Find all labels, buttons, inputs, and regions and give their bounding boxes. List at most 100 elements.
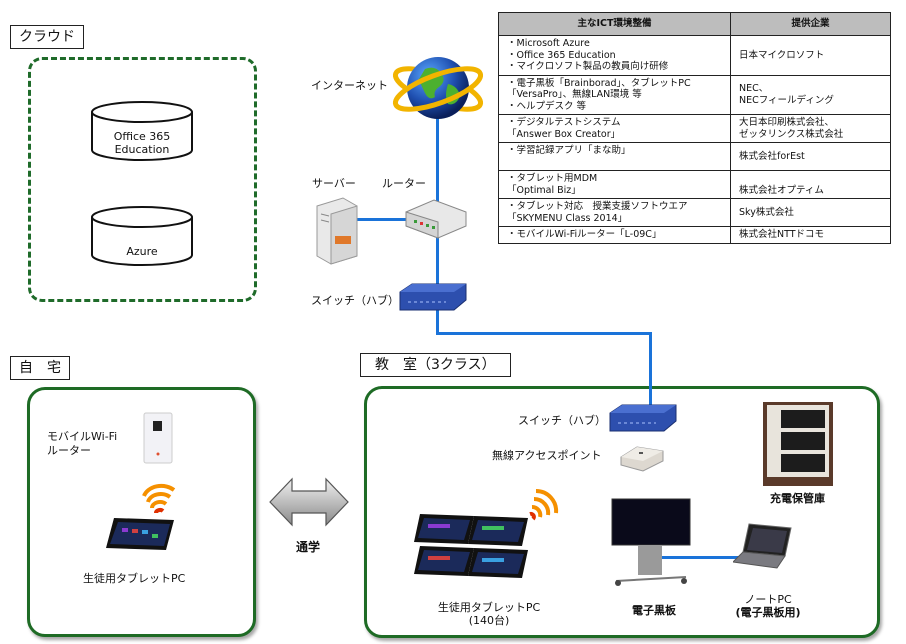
access-point-label: 無線アクセスポイント (492, 449, 602, 462)
classroom-tablets-label-2: (140台) (468, 614, 510, 627)
ict-item: 「VersaPro」、無線LAN環境 等 (507, 89, 642, 100)
vendor-name: ゼッタリンクス株式会社 (739, 128, 844, 140)
notebook-label-1: ノートPC (744, 593, 792, 606)
database-icon (91, 101, 193, 161)
student-tablet-label: 生徒用タブレットPC (83, 572, 186, 585)
ict-items-cell: ・タブレット用MDM「Optimal Biz」 (498, 170, 731, 199)
electronic-whiteboard-icon (611, 498, 691, 586)
azure-database: Azure (90, 205, 194, 266)
classroom-tablets-label-1: 生徒用タブレットPC (437, 601, 541, 614)
tablet-icon (468, 516, 528, 546)
ict-item: ・タブレット対応 授業支援ソフトウエア (507, 201, 688, 212)
ict-item: ・電子黒板「Brainborad」、タブレットPC (507, 77, 691, 89)
tablet-pc-icon (106, 518, 174, 550)
switch-label: スイッチ（ハブ） (311, 294, 399, 307)
ict-item (507, 157, 722, 169)
vendor-name: 株式会社NTTドコモ (739, 229, 825, 240)
tablet-icon (414, 546, 474, 576)
vendor-cell: 日本マイクロソフト (730, 35, 891, 76)
vendor-name: 株式会社forEst (739, 150, 805, 162)
wire-server-router (350, 218, 438, 221)
vendor-cell: 大日本印刷株式会社、ゼッタリンクス株式会社 (730, 114, 891, 143)
table-row: ・Microsoft Azure・Office 365 Education・マイ… (498, 35, 891, 76)
ict-item: ・モバイルWi-Fiルーター「L-09C」 (507, 229, 662, 240)
vendor-name: 株式会社オプティム (739, 184, 824, 196)
vendor-name: NECフィールディング (739, 94, 834, 106)
table-row: ・モバイルWi-Fiルーター「L-09C」 株式会社NTTドコモ (498, 226, 891, 244)
header-vendor: 提供企業 (730, 12, 891, 36)
router-label: ルーター (382, 177, 426, 190)
tablet-icon (414, 514, 474, 544)
ict-item: ・Office 365 Education (507, 49, 616, 61)
vendor-name: 大日本印刷株式会社、 (739, 117, 835, 128)
home-zone (27, 387, 256, 637)
wire-whiteboard-notebook (660, 556, 740, 559)
vendor-name: 日本マイクロソフト (739, 49, 825, 61)
ict-item: ・マイクロソフト製品の教員向け研修 (507, 61, 669, 72)
classroom-switch-label: スイッチ（ハブ） (518, 414, 606, 427)
ict-item: 「SKYMENU Class 2014」 (507, 212, 628, 224)
switch-hub-icon (399, 283, 467, 311)
cloud-zone-title: クラウド (10, 25, 84, 49)
azure-label: Azure (126, 245, 158, 258)
table-header-row: 主なICT環境整備 提供企業 (498, 12, 891, 36)
vendor-name (739, 173, 882, 185)
ict-item: ・ヘルプデスク 等 (507, 100, 587, 112)
server-label: サーバー (312, 177, 356, 190)
vendor-cell: 株式会社オプティム (730, 170, 891, 199)
wire-switch-classroom-v (649, 332, 652, 410)
wire-into-classroom (649, 386, 652, 410)
ict-items-cell: ・学習記録アプリ「まな助」 (498, 142, 731, 171)
charging-cabinet-label: 充電保管庫 (770, 492, 825, 505)
internet-label: インターネット (311, 79, 388, 92)
commute-label: 通学 (296, 540, 321, 554)
switch-hub-icon (609, 404, 677, 432)
mobile-wifi-router-icon (143, 412, 173, 464)
double-arrow-icon (269, 477, 349, 527)
wifi-signal-icon (142, 483, 176, 514)
ict-items-cell: ・モバイルWi-Fiルーター「L-09C」 (498, 226, 731, 244)
ict-environment-table: 主なICT環境整備 提供企業 ・Microsoft Azure・Office 3… (498, 12, 891, 244)
vendor-cell: NEC、NECフィールディング (730, 74, 891, 115)
globe-icon (392, 57, 484, 119)
charging-cabinet-icon (763, 402, 833, 486)
ict-item: 「Answer Box Creator」 (507, 128, 621, 140)
database-icon (91, 206, 193, 266)
mobile-router-label-2: ルーター (47, 444, 91, 457)
vendor-cell: 株式会社NTTドコモ (730, 226, 891, 244)
whiteboard-label: 電子黒板 (632, 604, 676, 617)
ict-items-cell: ・Microsoft Azure・Office 365 Education・マイ… (498, 35, 731, 76)
vendor-name: Sky株式会社 (739, 206, 794, 218)
ict-item: ・学習記録アプリ「まな助」 (507, 145, 631, 156)
vendor-cell: Sky株式会社 (730, 198, 891, 227)
router-icon (405, 199, 467, 239)
ict-items-cell: ・デジタルテストシステム「Answer Box Creator」 (498, 114, 731, 143)
tablet-icon (468, 548, 528, 578)
table-row: ・学習記録アプリ「まな助」 株式会社forEst (498, 142, 891, 171)
cloud-zone (28, 57, 257, 302)
ict-item: ・タブレット用MDM (507, 173, 598, 184)
notebook-label-2: (電子黒板用) (735, 606, 801, 619)
notebook-pc-icon (733, 523, 792, 569)
wire-switch-classroom-h (436, 332, 651, 335)
wifi-signal-icon (529, 488, 559, 521)
table-row: ・タブレット対応 授業支援ソフトウエア「SKYMENU Class 2014」 S… (498, 198, 891, 227)
table-row: ・電子黒板「Brainborad」、タブレットPC「VersaPro」、無線LA… (498, 74, 891, 115)
table-row: ・デジタルテストシステム「Answer Box Creator」大日本印刷株式会… (498, 114, 891, 143)
table-row: ・タブレット用MDM「Optimal Biz」 株式会社オプティム (498, 170, 891, 199)
ict-item: 「Optimal Biz」 (507, 184, 581, 196)
classroom-zone-title: 教 室（3クラス） (360, 353, 511, 377)
ict-item: ・Microsoft Azure (507, 38, 590, 49)
wireless-access-point-icon (620, 446, 664, 472)
ict-items-cell: ・タブレット対応 授業支援ソフトウエア「SKYMENU Class 2014」 (498, 198, 731, 227)
ict-items-cell: ・電子黒板「Brainborad」、タブレットPC「VersaPro」、無線LA… (498, 74, 731, 115)
server-icon (316, 197, 358, 265)
vendor-name: NEC、 (739, 83, 769, 95)
home-zone-title: 自 宅 (10, 356, 70, 380)
vendor-cell: 株式会社forEst (730, 142, 891, 171)
mobile-router-label-1: モバイルWi-Fi (47, 430, 118, 443)
ict-item: ・デジタルテストシステム (507, 117, 621, 128)
tablets-group-icon (414, 514, 528, 578)
